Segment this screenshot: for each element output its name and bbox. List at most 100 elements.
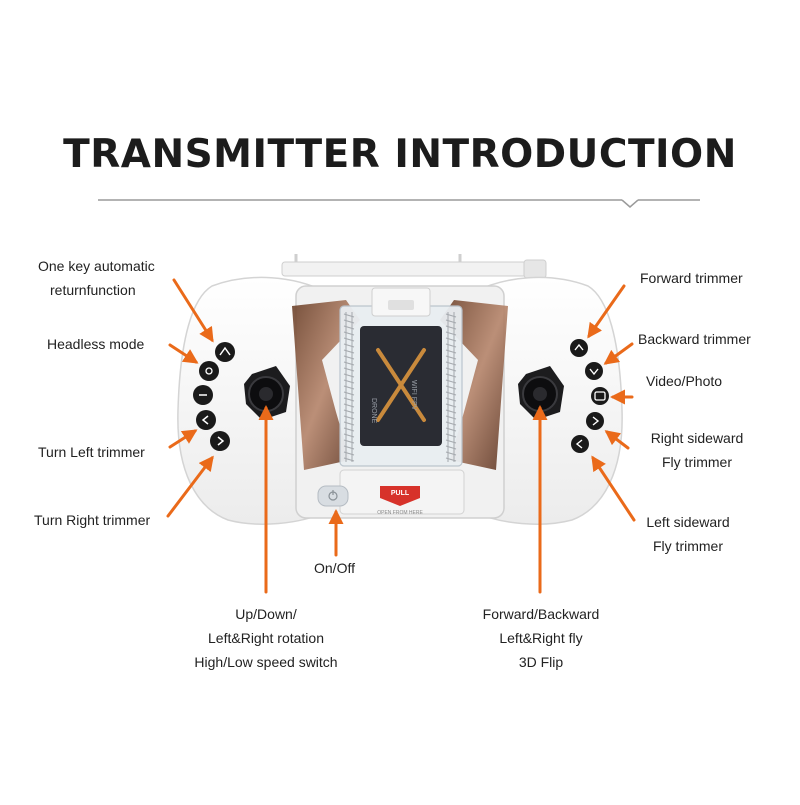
left-joystick[interactable] (244, 366, 290, 420)
spring-coil (343, 385, 355, 390)
spring-coil (343, 415, 355, 420)
spring-coil (445, 313, 457, 318)
title-divider (98, 199, 700, 208)
spring-coil (445, 379, 457, 384)
label-backward-trimmer: Backward trimmer (638, 331, 751, 347)
label-forward-trimmer: Forward trimmer (640, 270, 743, 286)
spring-coil (343, 397, 355, 402)
pull-tab[interactable] (380, 486, 420, 506)
left-sideward-trimmer-button[interactable] (571, 435, 589, 453)
power-button[interactable] (317, 485, 349, 507)
spring-coil (445, 373, 457, 378)
label-left-sideward: Left sideward Fly trimmer (646, 514, 730, 554)
spring-coil (445, 427, 457, 432)
spring-coil (445, 457, 457, 462)
video-photo-button[interactable] (591, 387, 609, 405)
spring-coil (343, 367, 355, 372)
pull-tab-label: PULL (391, 490, 410, 497)
left-sideward-icon (575, 439, 583, 449)
spring-coil (343, 325, 355, 330)
spring-coil (343, 409, 355, 414)
arrow-turn-right-trimmer (166, 455, 214, 518)
arrow-backward-trimmer (603, 342, 634, 365)
label-on-off: On/Off (314, 560, 355, 576)
spring-coil (445, 397, 457, 402)
spring-coil (343, 427, 355, 432)
arrow-turn-left-trimmer (168, 429, 198, 449)
spring-coil (445, 343, 457, 348)
spring-coil (343, 331, 355, 336)
spring-coil (445, 355, 457, 360)
spring-coil (445, 325, 457, 330)
spring-coil (445, 331, 457, 336)
turn-right-trimmer-button[interactable] (210, 431, 230, 451)
spring-coil (343, 421, 355, 426)
backward-trimmer-button[interactable] (585, 362, 603, 380)
badge-model-text: WIFI FPV (410, 380, 417, 411)
spring-coil (343, 439, 355, 444)
spring-coil (445, 361, 457, 366)
turn-left-trimmer-button[interactable] (196, 410, 216, 430)
badge-brand-text: DRONE (370, 398, 377, 424)
spring-coil (445, 445, 457, 450)
spring-coil (445, 391, 457, 396)
label-turn-right-trimmer: Turn Right trimmer (34, 512, 151, 528)
label-video-photo: Video/Photo (646, 373, 723, 389)
arrow-forward-trimmer (587, 284, 626, 339)
spring-coil (445, 349, 457, 354)
spring-coil (445, 403, 457, 408)
page-title: TRANSMITTER INTRODUCTION (63, 132, 737, 177)
arrow-left-sideward (591, 455, 636, 522)
spring-coil (445, 415, 457, 420)
pull-tab-sublabel: OPEN FROM HERE (377, 510, 423, 516)
headless-icon (205, 367, 213, 375)
label-right-sideward: Right sideward Fly trimmer (650, 430, 744, 470)
turn-left-icon (201, 415, 209, 425)
arrow-one-key-return (172, 278, 214, 343)
spring-coil (343, 337, 355, 342)
spring-coil (343, 379, 355, 384)
arrow-headless-mode (168, 343, 199, 364)
callout-arrows (166, 278, 636, 594)
left-button-3[interactable] (193, 385, 213, 405)
spring-coil (445, 451, 457, 456)
arrow-right-sideward (604, 430, 630, 450)
spring-coil (343, 313, 355, 318)
spring-coil (343, 361, 355, 366)
spring-coil (343, 457, 355, 462)
camera-icon (594, 391, 606, 401)
label-one-key-return: One key automatic returnfunction (38, 258, 155, 298)
spring-coil (445, 367, 457, 372)
label-headless-mode: Headless mode (47, 336, 145, 352)
turn-right-icon (217, 436, 225, 446)
spring-coil (343, 433, 355, 438)
forward-icon (574, 343, 584, 351)
return-icon (219, 346, 231, 356)
headless-mode-button[interactable] (199, 361, 219, 381)
spring-coil (445, 385, 457, 390)
backward-icon (589, 368, 599, 376)
label-turn-left-trimmer: Turn Left trimmer (38, 444, 145, 460)
holder-springs (343, 312, 457, 462)
right-sideward-trimmer-button[interactable] (586, 412, 604, 430)
spring-coil (445, 439, 457, 444)
spring-coil (445, 433, 457, 438)
spring-coil (343, 355, 355, 360)
right-joystick[interactable] (518, 366, 564, 420)
label-left-stick: Up/Down/ Left&Right rotation High/Low sp… (194, 606, 338, 670)
spring-coil (445, 319, 457, 324)
spring-coil (343, 319, 355, 324)
return-home-button[interactable] (215, 342, 235, 362)
spring-coil (445, 409, 457, 414)
spring-coil (445, 337, 457, 342)
spring-coil (343, 451, 355, 456)
spring-coil (343, 445, 355, 450)
forward-trimmer-button[interactable] (570, 339, 588, 357)
label-right-stick: Forward/Backward Left&Right fly 3D Flip (482, 606, 600, 670)
spring-coil (343, 349, 355, 354)
spring-coil (445, 421, 457, 426)
spring-coil (343, 373, 355, 378)
spring-coil (343, 343, 355, 348)
